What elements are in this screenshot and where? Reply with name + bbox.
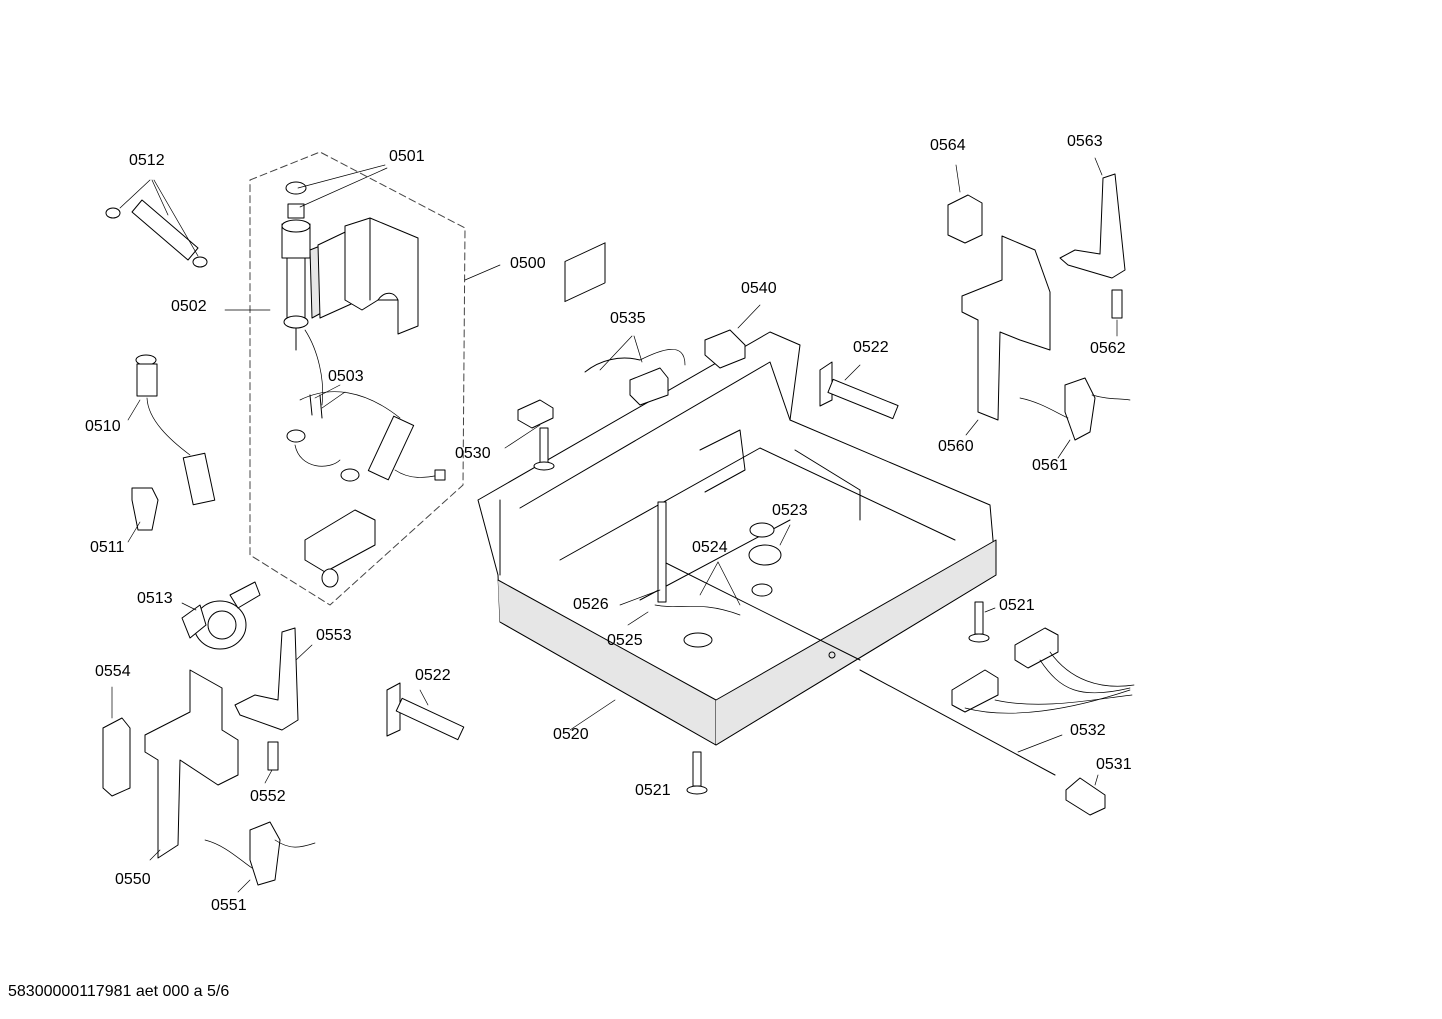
callout-0502: 0502 (171, 298, 207, 315)
callout-0561: 0561 (1032, 457, 1068, 474)
drawing-number-footer: 58300000117981 aet 000 a 5/6 (8, 983, 230, 1000)
callout-0530: 0530 (455, 445, 491, 462)
callout-0521-bottom: 0521 (635, 782, 671, 799)
callout-0524: 0524 (692, 539, 728, 556)
part-0535-cable (584, 335, 686, 406)
assembly-0500-outline (249, 151, 466, 606)
part-0510-corrugated-hose (127, 354, 216, 506)
callout-0564: 0564 (930, 137, 966, 154)
callout-0535: 0535 (610, 310, 646, 327)
callout-0522-left: 0522 (415, 667, 451, 684)
callout-0554: 0554 (95, 663, 131, 680)
callout-0552: 0552 (250, 788, 286, 805)
callout-0563: 0563 (1067, 133, 1103, 150)
callout-0550: 0550 (115, 871, 151, 888)
callout-0503: 0503 (328, 368, 364, 385)
part-0562-clip (1111, 289, 1123, 337)
callout-0525: 0525 (607, 632, 643, 649)
part-0552-clip (264, 741, 279, 784)
callout-0560: 0560 (938, 438, 974, 455)
part-0550-bracket (144, 669, 239, 861)
part-0564-cover (947, 164, 983, 244)
part-0551-sensor (204, 821, 316, 893)
part-0511-clip (127, 487, 159, 543)
callout-0526: 0526 (573, 596, 609, 613)
part-0520-base-tray (477, 242, 997, 746)
callout-0513: 0513 (137, 590, 173, 607)
callout-0501: 0501 (389, 148, 425, 165)
hose-coil (294, 391, 446, 482)
part-0553-bracket (234, 627, 313, 731)
callout-0540: 0540 (741, 280, 777, 297)
part-0563-bracket (1059, 157, 1126, 279)
part-0540-connector (704, 304, 761, 369)
part-0561-sensor (1019, 377, 1131, 459)
callout-0500: 0500 (510, 255, 546, 272)
callout-0531: 0531 (1096, 756, 1132, 773)
callout-0523: 0523 (772, 502, 808, 519)
part-wiring-harness (951, 627, 1135, 714)
callout-0520: 0520 (553, 726, 589, 743)
part-0521-screw-right (968, 601, 996, 643)
callout-0522-right: 0522 (853, 339, 889, 356)
part-0530-switch (504, 399, 555, 471)
part-0522-spring-left (386, 682, 465, 741)
part-bracket-lower (304, 509, 376, 588)
part-0500-cover (344, 217, 419, 335)
callout-0510: 0510 (85, 418, 121, 435)
callout-0512: 0512 (129, 152, 165, 169)
callout-0511: 0511 (90, 539, 125, 556)
part-0522-spring-right (819, 361, 899, 420)
part-0503-sensors (286, 394, 323, 443)
part-0521-screw-bottom (686, 751, 708, 795)
part-0560-bracket (961, 235, 1051, 436)
callout-0562: 0562 (1090, 340, 1126, 357)
part-0512-hose (105, 179, 208, 268)
callout-0532: 0532 (1070, 722, 1106, 739)
callout-0553: 0553 (316, 627, 352, 644)
part-0532-rod (859, 669, 1063, 776)
part-0513-drain-pump (181, 581, 261, 650)
part-0554-cap (102, 686, 131, 797)
callout-0521-right: 0521 (999, 597, 1035, 614)
callout-0551: 0551 (211, 897, 247, 914)
part-0531-cap (1065, 774, 1106, 816)
